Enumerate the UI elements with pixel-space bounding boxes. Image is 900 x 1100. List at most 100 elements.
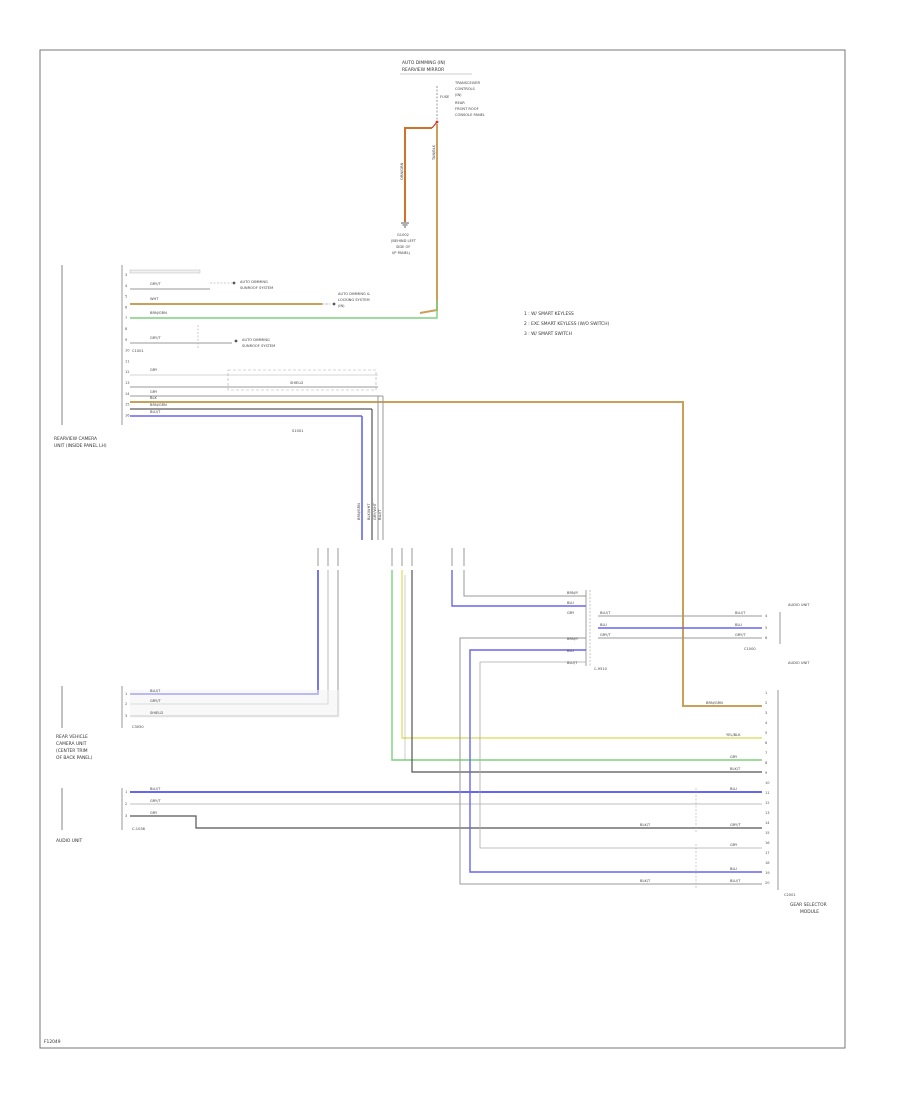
svg-text:BRN/GRN: BRN/GRN — [706, 701, 723, 705]
note-3: 3 : W/ SMART SWITCH — [524, 331, 572, 337]
left-shield-label: SHIELD — [290, 381, 303, 385]
callout-c-line-2: SUNROOF SYSTEM — [242, 344, 275, 348]
left-module-pin: 12 — [125, 370, 130, 374]
callout-b-line-2: LOCKING SYSTEM — [338, 298, 370, 302]
wire-label-tan: TAN/BLK — [432, 144, 436, 161]
svg-text:GRY: GRY — [730, 755, 738, 759]
fuse-label: FUSE — [440, 95, 450, 99]
camera-caption-1: REAR VEHICLE — [56, 734, 88, 740]
svg-text:BLU: BLU — [567, 649, 574, 653]
svg-text:SHIELD: SHIELD — [150, 711, 163, 715]
callout-c-line-1: AUTO DIMMING — [242, 338, 270, 342]
left-module-pin: 6 — [125, 305, 128, 309]
svg-text:BLK/WHT: BLK/WHT — [367, 503, 371, 520]
page-code: F12049 — [44, 1039, 61, 1045]
note-2: 2 : EXC SMART KEYLESS (W/O SWITCH) — [524, 321, 609, 327]
left-module-pin: 3 — [125, 273, 127, 277]
top-side-line-1: TRANSCEIVER — [454, 81, 481, 85]
left-module: REARVIEW CAMERA UNIT (INSIDE PANEL LH) 3… — [54, 265, 438, 449]
gear-selector-pin: 5 — [765, 731, 767, 735]
svg-text:BLU/T: BLU/T — [150, 689, 161, 693]
left-splice-label: S1001 — [292, 429, 303, 433]
gear-selector-pin: 1 — [765, 691, 767, 695]
left-module-caption-1: REARVIEW CAMERA — [54, 436, 97, 442]
left-module-pin: 9 — [125, 338, 128, 342]
gear-connector-label: C2001 — [784, 893, 796, 897]
gear-selector-pin: 15 — [765, 831, 770, 835]
svg-text:BLU/T: BLU/T — [378, 509, 382, 520]
svg-text:5: 5 — [765, 626, 767, 630]
svg-text:GRY: GRY — [730, 843, 738, 847]
svg-text:BRN/Y: BRN/Y — [567, 591, 579, 595]
ground-line-4: I/P PANEL) — [392, 251, 411, 255]
svg-text:BLU/T: BLU/T — [150, 787, 161, 791]
wire-red-stub — [431, 121, 438, 129]
svg-text:GRY: GRY — [150, 368, 158, 372]
svg-text:BLU: BLU — [735, 623, 742, 627]
svg-text:2: 2 — [125, 802, 127, 806]
left-module-pin: 16 — [125, 413, 130, 417]
svg-text:BLU: BLU — [730, 867, 737, 871]
gear-selector-pin: 14 — [765, 821, 770, 825]
wire-tan-top — [419, 124, 438, 314]
svg-text:BLU/T: BLU/T — [730, 879, 741, 883]
svg-text:BLU/T: BLU/T — [150, 410, 161, 414]
callout-b-line-3: (IN) — [338, 304, 345, 308]
left-module-pin: 14 — [125, 392, 130, 396]
top-side-line-4: REAR — [455, 101, 465, 105]
wire-tan-long — [383, 401, 762, 707]
wire-label-orn: ORN/GRN — [400, 162, 404, 180]
callout-b-dot — [332, 302, 336, 306]
top-side-line-2: CONTROLS — [455, 87, 476, 91]
right-top-connector-label: C1000 — [744, 647, 756, 651]
right-top-caption: AUDIO UNIT — [788, 661, 810, 665]
svg-text:6: 6 — [765, 636, 768, 640]
ground-icon — [401, 222, 409, 228]
mid-bundle: BRN/GRN BLK/WHT GRY/WHT BLU/T — [357, 396, 384, 540]
svg-text:BLK/T: BLK/T — [640, 879, 651, 883]
gear-selector-pin: 10 — [765, 781, 770, 785]
camera-wires — [130, 570, 340, 718]
gear-selector-pin: 9 — [765, 771, 768, 775]
right-top-audio: AUDIO UNIT AUDIO UNIT BLU/T BLU GRY/T 4 … — [735, 603, 810, 665]
gear-selector-pin: 16 — [765, 841, 770, 845]
top-component: AUTO DIMMING (IN) REARVIEW MIRROR TRANSC… — [391, 60, 485, 314]
svg-text:1: 1 — [125, 692, 127, 696]
left-wire-labels: GRY/T WHT BRN/GRN GRY/T GRY GRY BLK BRN/… — [150, 282, 167, 414]
wire-orange-top — [404, 127, 432, 222]
audio-connector-label: C-1038 — [132, 827, 146, 831]
left-module-pin: 7 — [125, 316, 127, 320]
callout-c-dot — [234, 339, 238, 343]
connector-stubs — [317, 548, 465, 566]
svg-text:BLK/T: BLK/T — [640, 823, 651, 827]
audio-unit: AUDIO UNIT 1 2 3 BLU/T GRY/T GRY C-1038 — [56, 787, 762, 844]
upper-junction: BRN/Y BLU GRY BLU/T BLU GRY/T BRN/Y BLU … — [451, 570, 762, 885]
right-top-caption-top: AUDIO UNIT — [788, 603, 810, 607]
svg-text:BRN/GRN: BRN/GRN — [150, 403, 167, 407]
left-module-pin: 11 — [125, 359, 130, 363]
svg-text:BLU/T: BLU/T — [735, 611, 746, 615]
top-title-line-2: REARVIEW MIRROR — [402, 67, 444, 73]
svg-text:YEL/BLK: YEL/BLK — [726, 733, 741, 737]
audio-caption: AUDIO UNIT — [56, 838, 83, 844]
left-module-pin: 4 — [125, 284, 128, 288]
svg-text:GRY/T: GRY/T — [150, 799, 161, 803]
left-connector-label: C1001 — [132, 349, 144, 353]
gear-selector-pin: 3 — [765, 711, 767, 715]
svg-text:GRY/T: GRY/T — [735, 633, 746, 637]
svg-text:2: 2 — [125, 702, 127, 706]
gear-selector-pin: 12 — [765, 801, 770, 805]
svg-text:GRY/T: GRY/T — [730, 823, 741, 827]
svg-text:GRY/T: GRY/T — [150, 282, 161, 286]
svg-text:3: 3 — [125, 814, 127, 818]
notes-block: 1 : W/ SMART KEYLESS 2 : EXC SMART KEYLE… — [524, 311, 609, 337]
top-side-line-6: CONSOLE PANEL — [455, 113, 485, 117]
svg-text:GRY/T: GRY/T — [150, 336, 161, 340]
camera-caption-4: OF BACK PANEL) — [56, 755, 93, 761]
svg-text:GRY: GRY — [567, 611, 575, 615]
note-1: 1 : W/ SMART KEYLESS — [524, 311, 574, 317]
ground-line-1: G1002 — [397, 233, 409, 237]
left-module-pin: 10 — [125, 349, 130, 353]
